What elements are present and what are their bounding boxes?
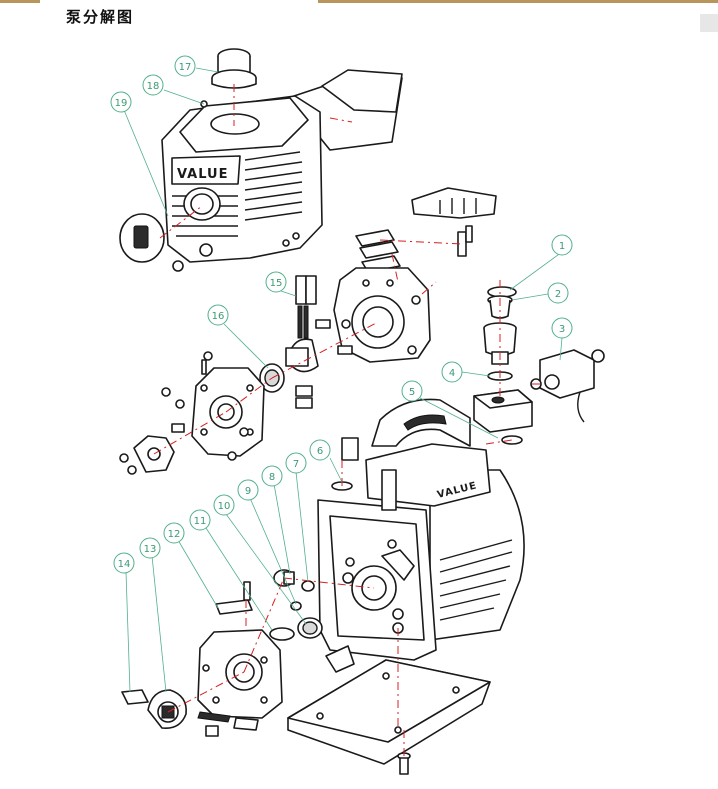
svg-text:3: 3	[559, 324, 565, 335]
svg-text:18: 18	[147, 81, 160, 92]
side-tab	[700, 14, 718, 32]
callout-2: 2	[547, 282, 569, 304]
callout-4: 4	[441, 361, 463, 383]
oil-fill-cap	[211, 48, 257, 89]
callout-14: 14	[113, 552, 135, 574]
callout-9: 9	[237, 479, 259, 501]
callout-17: 17	[174, 55, 196, 77]
oil-tank-cover: VALUE	[161, 77, 403, 272]
cover-gasket	[321, 69, 403, 113]
svg-text:7: 7	[293, 459, 299, 470]
svg-text:8: 8	[269, 472, 275, 483]
callout-11: 11	[189, 509, 211, 531]
svg-text:13: 13	[144, 544, 157, 555]
callout-12: 12	[163, 522, 185, 544]
callout-5: 5	[401, 380, 423, 402]
callout-13: 13	[139, 537, 161, 559]
svg-text:2: 2	[555, 289, 561, 300]
svg-text:4: 4	[449, 368, 455, 379]
callout-7: 7	[285, 452, 307, 474]
svg-text:12: 12	[168, 529, 181, 540]
shaft-seal-parts	[273, 569, 355, 673]
svg-text:14: 14	[118, 559, 131, 570]
page-title: 泵分解图	[66, 8, 135, 26]
sight-glass	[119, 213, 165, 263]
callout-15: 15	[265, 271, 287, 293]
callout-10: 10	[213, 494, 235, 516]
svg-text:19: 19	[115, 98, 128, 109]
callout-1: 1	[551, 234, 573, 256]
callout-8: 8	[261, 465, 283, 487]
rotor-assembly-rear	[259, 275, 319, 409]
base-plate	[287, 659, 491, 775]
tank-brand-label: VALUE	[177, 167, 229, 182]
svg-text:11: 11	[194, 516, 207, 527]
svg-text:15: 15	[270, 278, 283, 289]
svg-text:1: 1	[559, 241, 565, 252]
exhaust-valve-parts	[355, 187, 497, 273]
top-accent-bar-left	[0, 0, 40, 3]
callout-19: 19	[110, 91, 132, 113]
callout-3: 3	[551, 317, 573, 339]
svg-text:9: 9	[245, 486, 251, 497]
solenoid-valve-assembly	[473, 286, 605, 445]
top-accent-bar-right	[318, 0, 718, 3]
svg-text:5: 5	[409, 387, 415, 398]
svg-text:10: 10	[218, 501, 231, 512]
callout-16: 16	[207, 304, 229, 326]
svg-text:6: 6	[317, 446, 323, 457]
motor-and-main-body: VALUE	[317, 398, 525, 661]
assembly-axes	[153, 84, 540, 756]
rotor-assembly-front	[121, 689, 259, 737]
callout-6: 6	[309, 439, 331, 461]
callout-18: 18	[142, 74, 164, 96]
callouts: 1 2 3 4 5 6 7	[110, 55, 573, 574]
svg-text:16: 16	[212, 311, 225, 322]
front-end-plate	[161, 351, 265, 461]
second-stage-body	[315, 267, 431, 363]
svg-text:17: 17	[179, 62, 192, 73]
callout-leaders	[123, 67, 563, 693]
small-cover-plate	[119, 423, 185, 475]
